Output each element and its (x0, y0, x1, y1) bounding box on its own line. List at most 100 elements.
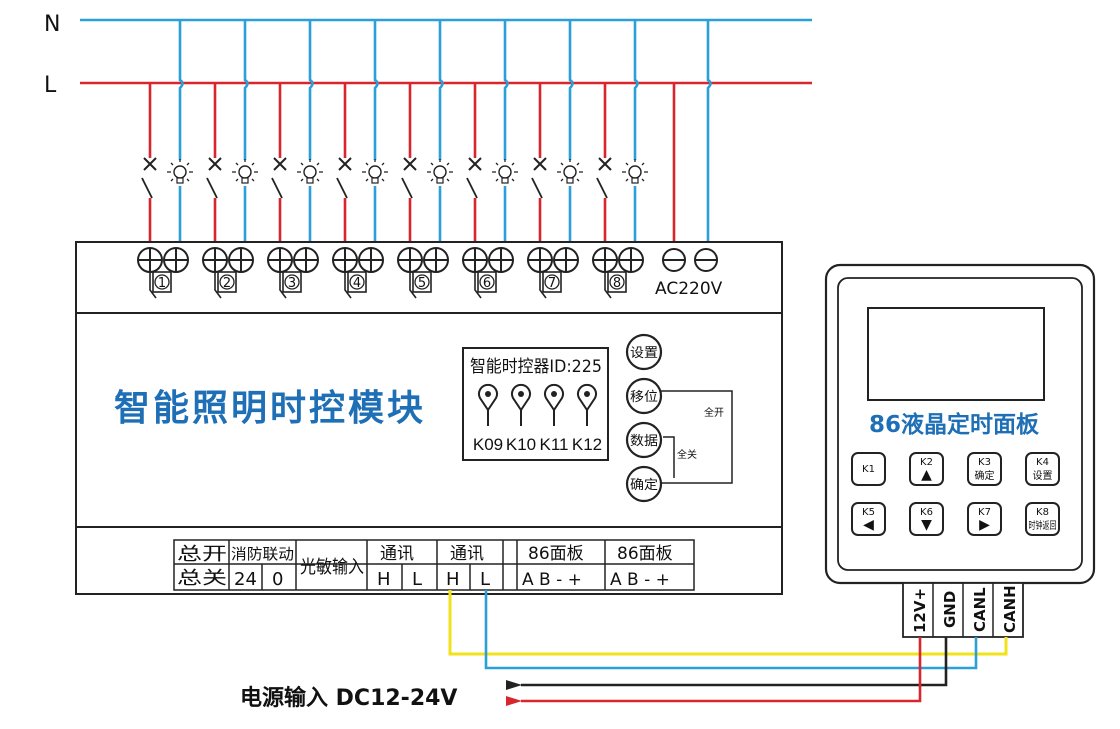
all-on-bracket (661, 390, 733, 484)
channel-2-lamp-icon (232, 159, 258, 184)
fire-0-label: 0 (272, 569, 283, 590)
ac-neutral-wire (706, 20, 712, 252)
comm1-l-label: L (412, 569, 422, 590)
bottom-terminal-strip: 总开 总关 消防联动 24 0 光敏输入 通讯 H L 通讯 H L 86面板 … (173, 539, 695, 591)
channel-7-switch-x-icon (533, 157, 547, 171)
channel-6-lamp-icon (492, 159, 518, 184)
terminal-8-number: 8 (613, 276, 621, 291)
relay-8-contact-icon (604, 272, 612, 299)
confirm-button-label: 确定 (630, 478, 658, 493)
inner-key-k10: K10 (506, 383, 536, 454)
channel-5-switch-x-icon (403, 157, 417, 171)
terminal-pair-7: 7 (527, 247, 579, 299)
lcd-key-k4-sub: 设置 (1033, 470, 1053, 482)
terminal-7-number: 7 (548, 276, 556, 291)
lcd-key-k5[interactable]: K5◀ (851, 502, 886, 536)
channel-3-neutral-wire (308, 20, 314, 160)
terminal-pair-3: 3 (267, 247, 319, 299)
channel-4-lamp-icon (362, 159, 388, 184)
lcd-key-k6-label: K6 (920, 507, 933, 518)
module-title: 智能照明时控模块 (114, 388, 426, 429)
comm2-label: 通讯 (450, 544, 484, 564)
channel-5-lamp-icon (427, 159, 453, 184)
channel-4-switch-blade-icon (336, 177, 348, 199)
lcd-key-k7-sub: ▶ (979, 517, 990, 533)
channel-3-lamp-icon (297, 159, 323, 184)
channel-2-switch-x-icon (208, 157, 222, 171)
lcd-key-k5-label: K5 (862, 507, 875, 518)
channel-8-switch-x-icon (598, 157, 612, 171)
inner-key-k09: K09 (473, 383, 503, 454)
shift-button-label: 移位 (630, 390, 658, 405)
ac-label: AC220V (655, 279, 723, 299)
light-sensor-label: 光敏输入 (300, 557, 364, 578)
lcd-key-k3-label: K3 (978, 457, 991, 468)
data-button-label: 数据 (630, 434, 658, 449)
lcd-key-k8-sub: 时钟返回 (1029, 519, 1057, 532)
lcd-screen (867, 307, 1045, 401)
relay-3-contact-icon (279, 272, 287, 299)
l-line-label: L (44, 73, 57, 98)
channel-wiring (141, 20, 648, 248)
channel-5-neutral-wire (438, 20, 444, 160)
settings-button[interactable]: 设置 (625, 333, 663, 371)
channel-3-switch-blade-icon (271, 177, 283, 199)
power-gnd-arrow-icon (506, 680, 522, 690)
lcd-terminal-canh: CANH (1001, 585, 1019, 633)
channel-1-switch-x-icon (143, 157, 157, 171)
ac-terminal-block: AC220V (655, 248, 723, 299)
inner-key-k12-lamp-icon (577, 383, 597, 426)
panel1-label: 86面板 (528, 544, 584, 564)
lcd-terminal-12v: 12V+ (911, 588, 929, 633)
channel-2-neutral-wire (243, 20, 249, 160)
all-off-label: 全关 (677, 448, 697, 461)
lcd-key-k2[interactable]: K2▲ (909, 452, 944, 486)
all-off-bracket (663, 436, 675, 478)
relay-5-contact-icon (409, 272, 417, 299)
lcd-key-k6[interactable]: K6▼ (909, 502, 944, 536)
shift-button[interactable]: 移位 (625, 377, 663, 415)
panel2-pins: A B - + (610, 570, 670, 590)
power-gnd-wire (521, 637, 948, 687)
relay-7-contact-icon (539, 272, 547, 299)
lcd-panel-title: 86液晶定时面板 (869, 411, 1040, 438)
lcd-key-k2-label: K2 (920, 457, 933, 468)
terminal-pair-6: 6 (462, 247, 514, 299)
settings-button-label: 设置 (630, 346, 658, 361)
terminal-4-number: 4 (353, 276, 361, 291)
channel-7-lamp-icon (557, 159, 583, 184)
channel-7-neutral-wire (568, 20, 574, 160)
comm2-h-label: H (446, 569, 460, 590)
comm2-l-label: L (480, 569, 490, 590)
fire-link-label: 消防联动 (231, 545, 294, 563)
comm-h-wire (448, 590, 1008, 656)
bottom-strip-frame (173, 539, 695, 591)
channel-2-switch-blade-icon (206, 177, 218, 199)
data-button[interactable]: 数据 (625, 421, 663, 459)
inner-key-k10-label: K10 (506, 435, 536, 454)
comm-l-wire (484, 590, 978, 670)
confirm-button[interactable]: 确定 (625, 465, 663, 503)
terminal-6-number: 6 (483, 276, 491, 291)
panel2-label: 86面板 (617, 544, 673, 564)
lcd-key-k1[interactable]: K1 (851, 452, 886, 486)
terminal-pair-2: 2 (202, 247, 254, 299)
n-line-label: N (44, 12, 60, 37)
all-on-label: 全开 (704, 406, 724, 419)
lcd-key-k5-sub: ◀ (863, 517, 874, 533)
power-input-label: 电源输入 DC12-24V (240, 685, 457, 711)
terminal-pair-1: 1 (137, 247, 189, 299)
lcd-key-k7[interactable]: K7▶ (967, 502, 1002, 536)
master-off-label: 总关 (177, 568, 227, 589)
module-body (75, 241, 783, 595)
lcd-key-k7-label: K7 (978, 507, 991, 518)
terminal-pair-4: 4 (332, 247, 384, 299)
